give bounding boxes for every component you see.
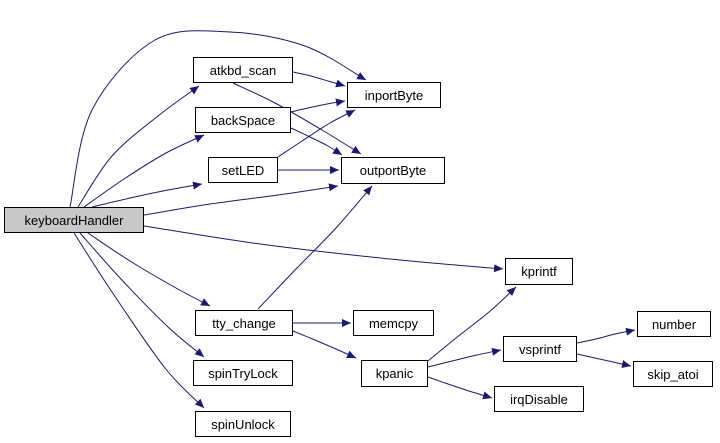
node-label: inportByte xyxy=(364,87,424,103)
node-setLED[interactable]: setLED xyxy=(208,157,278,183)
node-label: backSpace xyxy=(210,112,276,128)
node-keyboardHandler: keyboardHandler xyxy=(4,207,144,233)
node-vsprintf[interactable]: vsprintf xyxy=(503,336,577,362)
node-label: memcpy xyxy=(368,315,419,331)
node-skip_atoi[interactable]: skip_atoi xyxy=(633,361,713,387)
node-atkbd_scan[interactable]: atkbd_scan xyxy=(193,57,293,83)
node-irqDisable[interactable]: irqDisable xyxy=(494,386,584,412)
edge-tty_change-to-kpanic xyxy=(292,330,357,359)
node-label: setLED xyxy=(221,162,265,178)
node-number[interactable]: number xyxy=(637,311,711,337)
node-label: number xyxy=(651,316,697,332)
edge-kpanic-to-kprintf xyxy=(427,286,517,362)
node-label: atkbd_scan xyxy=(209,62,277,78)
edge-setLED-to-inportByte xyxy=(277,109,356,158)
node-label: spinTryLock xyxy=(208,365,278,381)
edge-backSpace-to-inportByte xyxy=(290,98,346,113)
node-label: kprintf xyxy=(521,264,557,279)
node-label: kpanic xyxy=(375,366,414,381)
edge-keyboardHandler-to-outportByte xyxy=(143,183,339,216)
node-label: irqDisable xyxy=(510,391,568,407)
node-label: vsprintf xyxy=(519,341,561,357)
node-inportByte[interactable]: inportByte xyxy=(347,82,441,108)
edge-keyboardHandler-to-setLED xyxy=(91,181,203,208)
edge-keyboardHandler-to-kprintf xyxy=(143,225,504,273)
edge-keyboardHandler-to-spinTryLock xyxy=(79,232,205,358)
edge-keyboardHandler-to-spinUnlock xyxy=(73,232,205,409)
edge-atkbd_scan-to-inportByte xyxy=(292,71,346,88)
edge-keyboardHandler-to-atkbd_scan xyxy=(77,85,200,208)
edge-kpanic-to-irqDisable xyxy=(427,376,493,400)
node-outportByte[interactable]: outportByte xyxy=(341,157,445,184)
node-kpanic[interactable]: kpanic xyxy=(361,360,428,387)
node-spinTryLock[interactable]: spinTryLock xyxy=(193,360,293,386)
edge-vsprintf-to-number xyxy=(576,327,636,344)
edge-kpanic-to-vsprintf xyxy=(427,347,502,368)
node-label: keyboardHandler xyxy=(24,212,124,228)
node-spinUnlock[interactable]: spinUnlock xyxy=(195,411,291,437)
node-label: spinUnlock xyxy=(211,416,275,432)
edge-vsprintf-to-skip_atoi xyxy=(576,353,632,368)
node-tty_change[interactable]: tty_change xyxy=(195,310,293,336)
edge-backSpace-to-outportByte xyxy=(290,127,343,156)
edge-tty_change-to-outportByte xyxy=(257,185,373,310)
node-label: skip_atoi xyxy=(647,366,699,382)
node-memcpy[interactable]: memcpy xyxy=(353,310,434,336)
edge-keyboardHandler-to-backSpace xyxy=(83,134,205,208)
edge-keyboardHandler-to-inportByte xyxy=(69,30,367,208)
edge-keyboardHandler-to-tty_change xyxy=(87,232,211,307)
node-label: outportByte xyxy=(359,163,427,178)
node-kprintf[interactable]: kprintf xyxy=(505,258,573,285)
node-backSpace[interactable]: backSpace xyxy=(195,107,291,133)
node-label: tty_change xyxy=(212,315,276,331)
edge-atkbd_scan-to-outportByte xyxy=(232,82,362,155)
